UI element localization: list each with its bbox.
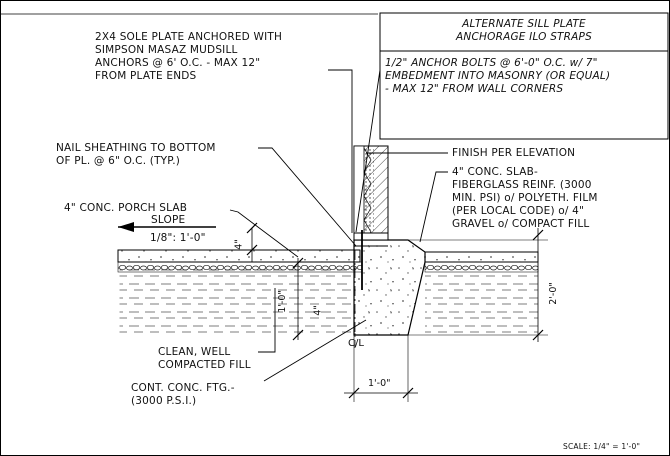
sole-plate-leader (328, 69, 353, 233)
alternate-body-line-1: 1/2" ANCHOR BOLTS @ 6'-0" O.C. w/ 7" (385, 57, 598, 69)
clean-fill-leader (258, 288, 276, 353)
interior-slab (424, 251, 539, 263)
alternate-anchorage-body: 1/2" ANCHOR BOLTS @ 6'-0" O.C. w/ 7" EMB… (385, 57, 610, 96)
footing-depth-left-dim: 1'-0" (276, 290, 288, 313)
footing-line-1: CONT. CONC. FTG.- (131, 382, 235, 394)
conc-slab-line-1: 4" CONC. SLAB- (452, 166, 539, 178)
conc-slab-line-3: MIN. PSI) o/ POLYETH. FILM (452, 192, 598, 204)
alternate-title-line-1: ALTERNATE SILL PLATE (462, 18, 586, 30)
footing-leader (263, 319, 367, 382)
alternate-anchorage-title: ALTERNATE SILL PLATE ANCHORAGE ILO STRAP… (380, 18, 668, 44)
porch-slab-note: 4" CONC. PORCH SLAB (64, 202, 188, 214)
clean-fill-line-1: CLEAN, WELL (158, 346, 231, 358)
gravel-layer-right (424, 261, 539, 273)
alternate-body-line-3: - MAX 12" FROM WALL CORNERS (385, 83, 564, 95)
alternate-anchorage-box (379, 12, 669, 140)
scale-note: SCALE: 1/4" = 1'-0" (563, 442, 641, 451)
slab-thickness-dim: 4" (233, 239, 245, 250)
centerline-symbol: C/L (348, 338, 364, 349)
conc-slab-note: 4" CONC. SLAB- FIBERGLASS REINF. (3000 M… (452, 166, 598, 231)
sheathing-studs (364, 146, 374, 240)
porch-slab-leader (229, 209, 299, 258)
compacted-fill (118, 268, 353, 335)
slope-label: SLOPE (151, 214, 186, 226)
finish-note: FINISH PER ELEVATION (452, 147, 576, 159)
footing-depth-right-dim: 2'-0" (547, 282, 559, 305)
sole-plate-line-3: ANCHORS @ 6' O.C. - MAX 12" (95, 57, 261, 69)
gravel-layer-left (117, 261, 363, 273)
stem-dim: 4" (312, 305, 324, 316)
alternate-leader (355, 69, 381, 233)
footing-line-2: (3000 P.S.I.) (131, 395, 197, 407)
exterior-finish (353, 145, 365, 241)
alternate-title-line-2: ANCHORAGE ILO STRAPS (456, 31, 592, 43)
slope-value: 1/8": 1'-0" (150, 232, 206, 244)
nail-sheathing-leader (258, 147, 357, 247)
nail-sheathing-line-2: OF PL. @ 6" O.C. (TYP.) (56, 155, 181, 167)
nail-sheathing-note: NAIL SHEATHING TO BOTTOM OF PL. @ 6" O.C… (56, 142, 216, 168)
conc-slab-line-2: FIBERGLASS REINF. (3000 (452, 179, 592, 191)
footing-note: CONT. CONC. FTG.- (3000 P.S.I.) (131, 382, 235, 408)
footing-width-dim: 1'-0" (368, 378, 391, 389)
conc-slab-leader (419, 171, 448, 243)
sole-plate (353, 232, 389, 241)
sole-plate-line-2: SIMPSON MASAZ MUDSILL (95, 44, 238, 56)
clean-fill-note: CLEAN, WELL COMPACTED FILL (158, 346, 251, 372)
clean-fill-line-2: COMPACTED FILL (158, 359, 251, 371)
sole-plate-line-1: 2X4 SOLE PLATE ANCHORED WITH (95, 31, 283, 43)
sole-plate-line-4: FROM PLATE ENDS (95, 70, 197, 82)
porch-slab (117, 249, 361, 263)
conc-slab-line-5: GRAVEL o/ COMPACT FILL (452, 218, 590, 230)
sole-plate-note: 2X4 SOLE PLATE ANCHORED WITH SIMPSON MAS… (95, 31, 282, 83)
nail-sheathing-line-1: NAIL SHEATHING TO BOTTOM (56, 142, 216, 154)
conc-slab-line-4: (PER LOCAL CODE) o/ 4" (452, 205, 585, 217)
alternate-body-line-2: EMBEDMENT INTO MASONRY (OR EQUAL) (385, 70, 611, 82)
